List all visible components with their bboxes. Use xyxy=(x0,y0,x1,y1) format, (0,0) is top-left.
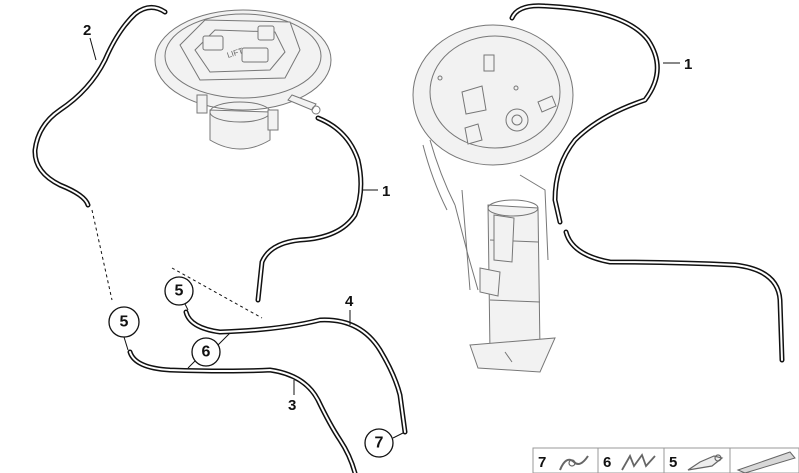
legend-item-7: 7 xyxy=(538,454,589,471)
legend-item-6: 6 xyxy=(603,453,656,471)
connection-dash-mid xyxy=(171,267,263,319)
circled-label-5a: 5 xyxy=(164,276,194,311)
callout-4-label: 4 xyxy=(345,293,354,310)
cable-tie-icon xyxy=(621,453,656,471)
line-4 xyxy=(183,309,408,435)
callout-1-right-label: 1 xyxy=(684,56,692,73)
circled-label-7-text: 7 xyxy=(375,435,384,452)
callout-3-label: 3 xyxy=(288,397,296,414)
circled-label-5a-text: 5 xyxy=(175,283,184,300)
line-3 xyxy=(127,349,358,473)
hose-1-right xyxy=(509,3,785,363)
callout-1-left-label: 1 xyxy=(382,183,390,200)
legend-item-6-number: 6 xyxy=(603,454,611,471)
wedge-icon xyxy=(736,451,796,473)
hose-clip-icon xyxy=(559,455,589,471)
left-fuel-pump-unit: LIFT xyxy=(154,9,332,150)
callout-2: 2 xyxy=(83,22,97,61)
hose-2 xyxy=(32,5,168,208)
legend-item-5-number: 5 xyxy=(669,454,677,471)
legend-item-7-number: 7 xyxy=(538,454,546,471)
connector-icon xyxy=(687,454,724,471)
connection-dash-left xyxy=(91,209,113,301)
legend-item-5: 5 xyxy=(669,454,724,471)
circled-label-6-text: 6 xyxy=(202,344,211,361)
right-fuel-pump-unit xyxy=(412,24,574,373)
callout-3: 3 xyxy=(288,380,296,414)
circled-label-5b-text: 5 xyxy=(120,314,129,331)
circled-label-6: 6 xyxy=(187,332,231,369)
callout-1-right: 1 xyxy=(663,56,692,73)
legend-item-wedge xyxy=(736,451,796,473)
callout-4: 4 xyxy=(345,293,354,325)
callout-2-label: 2 xyxy=(83,22,91,39)
circled-label-7: 7 xyxy=(364,428,404,458)
hose-1-left xyxy=(255,115,364,303)
legend: 7 6 5 xyxy=(532,447,799,473)
callout-1-left: 1 xyxy=(362,183,390,200)
circled-label-5b: 5 xyxy=(108,306,140,351)
